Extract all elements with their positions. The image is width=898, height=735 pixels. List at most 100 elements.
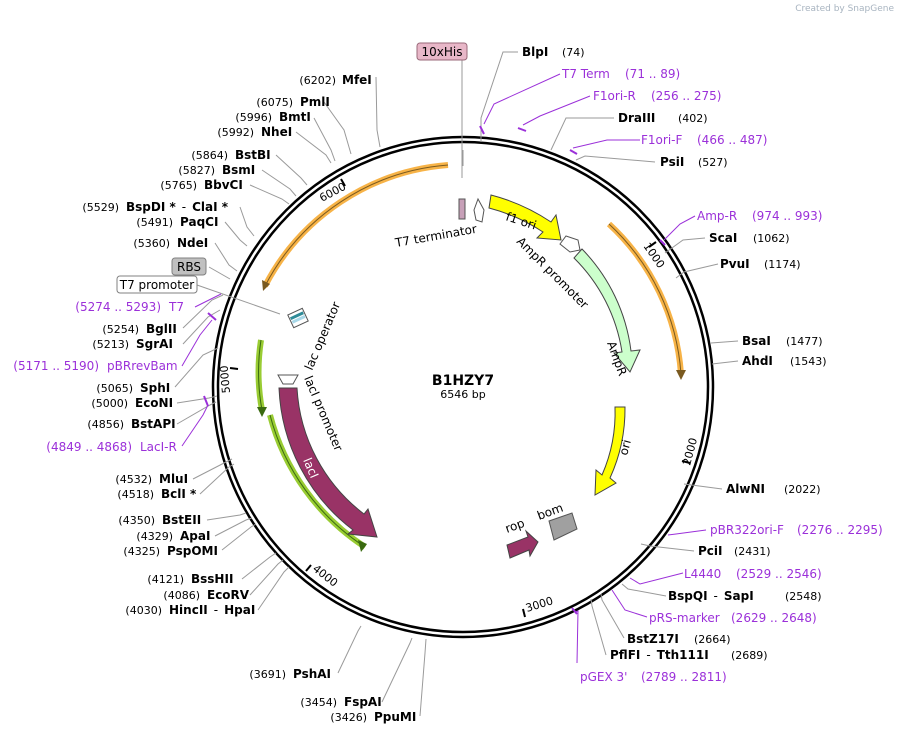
enzyme-ppumi: PpuMI [374,710,416,724]
svg-text:(4856): (4856) [87,418,124,431]
t7-terminator-hairpin [473,197,485,223]
enzyme-pcii: PciI [698,544,723,558]
enzyme-sphi: SphI [140,381,170,395]
enzyme-bstapi: BstAPI [131,417,176,431]
primer-amp-r: Amp-R [697,209,737,223]
svg-text:RBS: RBS [177,260,201,274]
tick-5000: 5000 [218,365,233,394]
ampr-arrow [573,248,641,373]
svg-text:(4329): (4329) [136,530,173,543]
svg-text:(6202): (6202) [299,74,336,87]
svg-text:(5864): (5864) [191,149,228,162]
primer-f1ori-f: F1ori-F [641,133,682,147]
svg-text:(1543): (1543) [790,355,827,368]
svg-text:(3426): (3426) [330,711,367,724]
svg-text:(5827): (5827) [178,164,215,177]
enzyme-ndei: NdeI [177,236,208,250]
svg-text:(527): (527) [698,156,728,169]
svg-text:(4121): (4121) [147,573,184,586]
primer-pbr322ori-f: pBR322ori-F [710,523,784,537]
enzyme-draiii: DraIII [618,111,655,125]
bom-box [548,512,578,541]
primer-t7-term: T7 Term [561,67,610,81]
backbone [211,135,715,639]
svg-text:(2689): (2689) [731,649,768,662]
svg-text:(5254): (5254) [102,323,139,336]
enzyme-bspqi: BspQI-SapI [668,589,754,603]
svg-text:(5274 .. 5293): (5274 .. 5293) [75,300,161,314]
lac-operator-box [287,307,309,329]
plasmid-length: 6546 bp [440,388,485,401]
svg-text:(6075): (6075) [256,96,293,109]
svg-text:(1062): (1062) [753,232,790,245]
svg-text:(974 .. 993): (974 .. 993) [752,209,822,223]
svg-text:(2629 .. 2648): (2629 .. 2648) [731,611,817,625]
enzyme-pspomi: PspOMI [167,544,218,558]
enzyme-bsteii: BstEII [162,513,201,527]
ori-label: ori [616,438,634,457]
enzyme-nhei: NheI [261,125,292,139]
primer-pbrrevbam: pBRrevBam [107,359,178,373]
tick-4000: 4000 [310,562,340,589]
enzyme-econi: EcoNI [135,396,173,410]
plasmid-name: B1HZY7 [432,373,494,389]
svg-text:(5171 .. 5190): (5171 .. 5190) [13,359,99,373]
enzyme-pvui: PvuI [720,257,750,271]
enzyme-scai: ScaI [709,231,737,245]
svg-text:(2276 .. 2295): (2276 .. 2295) [797,523,883,537]
svg-text:(2664): (2664) [694,633,731,646]
enzyme-bmti: BmtI [279,110,311,124]
svg-text:(5491): (5491) [136,216,173,229]
rop-arrow [506,529,539,559]
enzyme-bsshii: BssHII [191,572,233,586]
rbs-label: RBS [171,257,207,276]
svg-text:(5360): (5360) [133,237,170,250]
primer-laci-r: LacI-R [140,440,177,454]
primer-pgex-3: pGEX 3' [580,670,627,684]
svg-text:(5213): (5213) [92,338,129,351]
laci-promoter-arrow [277,374,299,385]
rop-label: rop [503,516,526,536]
svg-text:(71 .. 89): (71 .. 89) [625,67,680,81]
svg-text:T7 promoter: T7 promoter [119,278,195,292]
f1-ori-arrow [488,194,562,241]
enzyme-pflfi: PflFI-Tth111I [610,648,709,662]
enzyme-bglii: BglII [146,322,177,336]
primer-lines [181,73,707,664]
svg-text:(2022): (2022) [784,483,821,496]
svg-text:(466 .. 487): (466 .. 487) [697,133,767,147]
t7-terminator-box [458,198,466,220]
svg-text:(2529 .. 2546): (2529 .. 2546) [736,567,822,581]
enzyme-blpi: BlpI [522,45,548,59]
svg-text:10xHis: 10xHis [422,45,463,59]
enzyme-bstz17i: BstZ17I [627,632,679,646]
svg-text:(4350): (4350) [118,514,155,527]
enzyme-sgrai: SgrAI [136,337,173,351]
primer-f1ori-r: F1ori-R [593,89,636,103]
primer-l4440: L4440 [684,567,721,581]
enzyme-ecorv: EcoRV [207,588,250,602]
svg-text:(3691): (3691) [249,668,286,681]
svg-text:(3454): (3454) [300,696,337,709]
svg-text:(4325): (4325) [123,545,160,558]
svg-text:(1477): (1477) [786,335,823,348]
ori-arrow [594,406,626,496]
watermark: Created by SnapGene [795,4,894,14]
svg-text:(4030): (4030) [125,604,162,617]
tick-3000: 3000 [524,594,555,615]
t7-terminator-label: T7 terminator [393,222,478,250]
enzyme-pshai: PshAI [293,667,331,681]
svg-text:(5996): (5996) [235,111,272,124]
svg-text:(2789 .. 2811): (2789 .. 2811) [641,670,727,684]
primer-t7: T7 [168,300,184,314]
enzyme-mfei: MfeI [342,73,372,87]
connector-lines [174,51,739,717]
enzyme-alwni: AlwNI [726,482,765,496]
svg-text:(5529): (5529) [82,201,119,214]
svg-text:(5765): (5765) [160,179,197,192]
enzyme-pmli: PmlI [300,95,330,109]
lac-operator-label: lac operator [302,300,343,372]
his-tag-label: 10xHis [416,42,468,61]
laci-arrow [278,387,378,538]
svg-text:(256 .. 275): (256 .. 275) [651,89,721,103]
